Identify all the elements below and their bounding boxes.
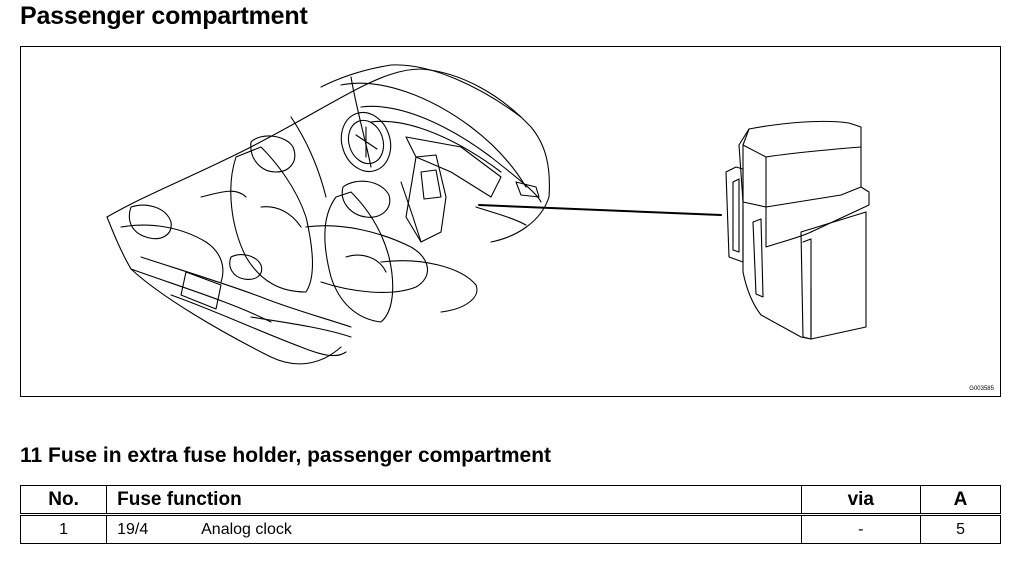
page-title: Passenger compartment [20, 2, 308, 30]
figure-code: G003585 [969, 386, 994, 392]
table-row: 1 19/4 Analog clock - 5 [19, 514, 1001, 544]
cell-no: 1 [19, 514, 108, 544]
car-interior-illustration [106, 64, 870, 365]
cell-amp: 5 [920, 514, 1001, 544]
header-no: No. [19, 485, 108, 516]
fuse-table: No. Fuse function via A 1 19/4 Analog clo… [19, 485, 1001, 544]
table-header-row: No. Fuse function via A [19, 485, 1001, 516]
cell-function-text: Analog clock [201, 520, 292, 538]
header-amp: A [920, 485, 1001, 516]
cell-fuse-code: 19/4 [117, 520, 149, 538]
cell-via: - [800, 514, 922, 544]
section-title: 11 Fuse in extra fuse holder, passenger … [20, 444, 552, 467]
cell-fuse-function: 19/4 Analog clock [106, 514, 802, 544]
header-via: via [800, 485, 922, 516]
car-interior-figure: G003585 [20, 46, 1001, 397]
header-fuse-function: Fuse function [106, 485, 802, 516]
